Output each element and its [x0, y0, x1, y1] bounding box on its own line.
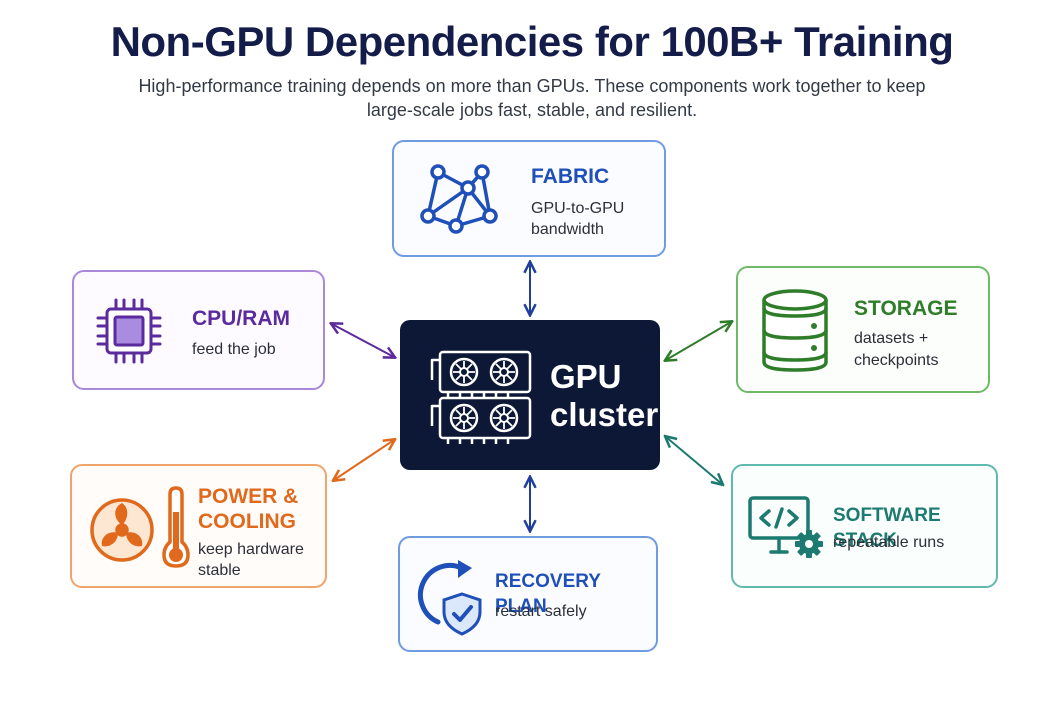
network-icon: [420, 164, 498, 234]
gpu-cards-icon: [430, 350, 532, 444]
cpu-ram-label: CPU/RAM: [192, 307, 290, 330]
recovery-plan-label: RECOVERY PLAN: [495, 571, 601, 617]
arrow-power: [334, 440, 394, 480]
code-monitor-gear-icon: [748, 496, 823, 558]
fabric-label: FABRIC: [531, 165, 610, 188]
storage-card: STORAGE datasets + checkpoints: [736, 266, 990, 393]
gpu-cluster-label: GPU cluster: [550, 358, 658, 434]
fabric-desc-line2: bandwidth: [531, 221, 604, 238]
fabric-desc-line1: GPU-to-GPU: [531, 200, 625, 217]
arrow-cpu: [332, 324, 394, 357]
arrow-software: [666, 437, 722, 484]
cpu-ram-desc: feed the job: [192, 341, 276, 358]
storage-desc-line1: datasets +: [854, 330, 929, 347]
arrow-storage: [666, 322, 731, 360]
fan-thermometer-icon: [90, 486, 190, 568]
gpu-cluster-card: GPU cluster: [400, 320, 660, 470]
shield-refresh-icon: [417, 560, 482, 636]
cpu-chip-icon: [96, 298, 162, 364]
storage-desc-line2: checkpoints: [854, 352, 939, 369]
power-cooling-label-line2: COOLING: [198, 510, 296, 533]
recovery-plan-card: RECOVERY PLAN restart safely: [398, 536, 658, 652]
power-cooling-label-line1: POWER &: [198, 485, 299, 508]
database-icon: [762, 289, 828, 372]
software-stack-label: SOFTWARE STACK: [833, 505, 941, 551]
power-cooling-desc-line1: keep hardware: [198, 541, 304, 558]
page-subtitle: High-performance training depends on mor…: [138, 76, 926, 120]
gpu-cluster-label-line2: cluster: [550, 396, 659, 433]
power-cooling-desc-line2: stable: [198, 562, 241, 579]
recovery-plan-desc: restart safely: [495, 603, 587, 620]
page-title: Non-GPU Dependencies for 100B+ Training: [110, 18, 954, 65]
software-stack-desc: repeatable runs: [833, 534, 945, 551]
software-stack-card: SOFTWARE STACK repeatable runs: [731, 464, 998, 588]
fabric-card: FABRIC GPU-to-GPU bandwidth: [392, 140, 666, 257]
power-cooling-card: POWER & COOLING keep hardware stable: [70, 464, 327, 588]
cpu-ram-card: CPU/RAM feed the job: [72, 270, 325, 390]
storage-label: STORAGE: [854, 297, 958, 320]
gpu-cluster-label-line1: GPU: [550, 358, 622, 395]
